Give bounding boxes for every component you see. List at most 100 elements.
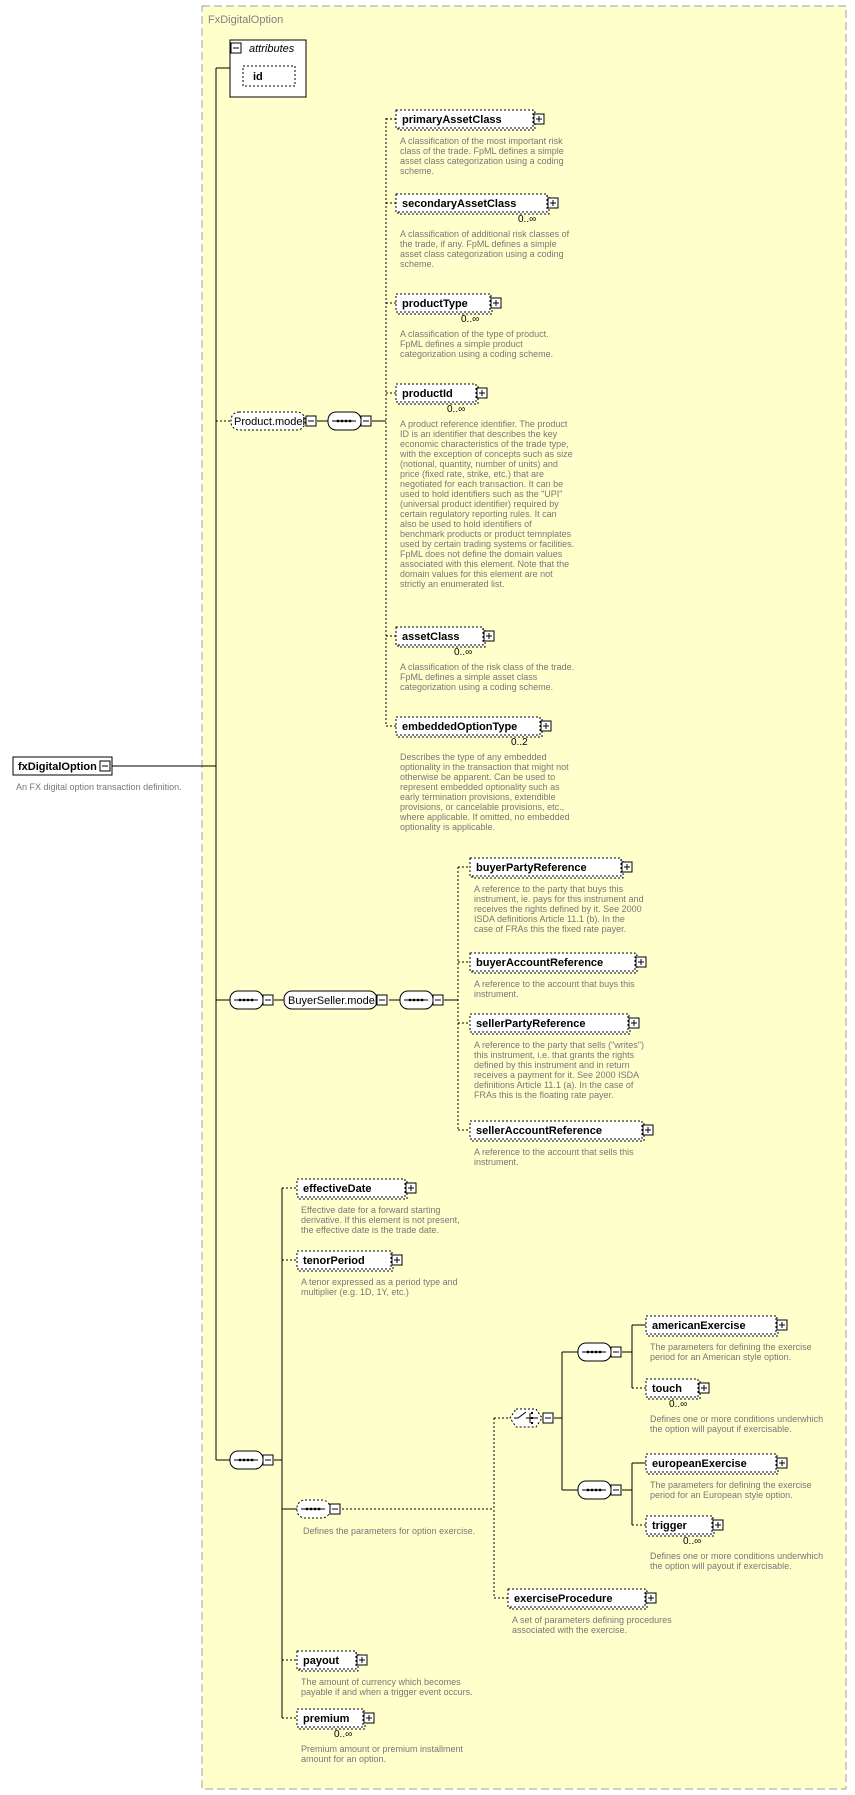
sequence-icon: [234, 998, 258, 1002]
expand-icon[interactable]: [776, 1457, 788, 1469]
product-id-doc-line: A product reference identifier. The prod…: [400, 419, 568, 429]
embedded-option-type-doc-line: otherwise be apparent. Can be used to: [400, 772, 555, 782]
sequence-icon: [332, 419, 356, 423]
expand-icon[interactable]: [391, 1254, 403, 1266]
expand-icon[interactable]: [540, 720, 552, 732]
product-type-element[interactable]: productType: [395, 293, 493, 315]
expand-icon[interactable]: [635, 956, 647, 968]
exercise-procedure-doc-line: A set of parameters defining procedures: [512, 1615, 672, 1625]
expand-icon[interactable]: [476, 387, 488, 399]
exercise-doc: Defines the parameters for option exerci…: [303, 1526, 475, 1536]
expand-icon[interactable]: [547, 197, 559, 209]
collapse-icon[interactable]: [360, 415, 372, 427]
collapse-icon[interactable]: [230, 42, 242, 54]
primary-asset-class-doc-line: asset class categorization using a codin…: [400, 156, 564, 166]
collapse-icon[interactable]: [610, 1484, 622, 1496]
expand-icon[interactable]: [642, 1124, 654, 1136]
collapse-icon[interactable]: [610, 1346, 622, 1358]
american-exercise-doc-line: period for an American style option.: [650, 1352, 791, 1362]
payout-doc-line: The amount of currency which becomes: [301, 1677, 461, 1687]
buyer-party-reference-element[interactable]: buyerPartyReference: [469, 857, 624, 879]
collapse-icon[interactable]: [262, 994, 274, 1006]
tenor-period-element[interactable]: tenorPeriod: [296, 1250, 394, 1272]
root-element[interactable]: fxDigitalOption: [12, 756, 113, 776]
attributes-box: attributes id: [229, 39, 307, 98]
sequence-icon: [582, 1488, 606, 1492]
secondary-asset-class-element[interactable]: secondaryAssetClass: [395, 193, 550, 215]
seller-party-reference-doc-line: defined by this instrument and in return: [474, 1060, 630, 1070]
embedded-option-type-doc-line: optionality in the transaction that migh…: [400, 762, 569, 772]
embedded-option-type-doc-line: Describes the type of any embedded: [400, 752, 547, 762]
trigger-label: trigger: [652, 1520, 688, 1532]
embedded-option-type-element[interactable]: embeddedOptionType: [395, 716, 543, 738]
collapse-icon[interactable]: [542, 1412, 554, 1424]
touch-doc-line: the option will payout if exercisable.: [650, 1424, 792, 1434]
expand-icon[interactable]: [483, 630, 495, 642]
premium-element[interactable]: premium: [296, 1708, 366, 1730]
sequence-icon: [234, 1458, 258, 1462]
product-type-doc-line: categorization using a coding scheme.: [400, 349, 553, 359]
premium-label: premium: [303, 1713, 350, 1725]
sequence-icon: [301, 1507, 325, 1511]
collapse-icon[interactable]: [432, 994, 444, 1006]
american-exercise-element[interactable]: americanExercise: [645, 1315, 779, 1337]
european-exercise-element[interactable]: europeanExercise: [645, 1453, 779, 1475]
sequence-icon: [404, 998, 428, 1002]
tenor-period-doc-line: A tenor expressed as a period type and: [301, 1277, 458, 1287]
expand-icon[interactable]: [621, 861, 633, 873]
embedded-option-type-label: embeddedOptionType: [402, 721, 517, 733]
trigger-element[interactable]: trigger: [645, 1515, 715, 1537]
expand-icon[interactable]: [698, 1382, 710, 1394]
seller-party-reference-element[interactable]: sellerPartyReference: [469, 1013, 631, 1035]
payout-element[interactable]: payout: [296, 1650, 359, 1672]
collapse-icon[interactable]: [376, 994, 388, 1006]
expand-icon[interactable]: [776, 1319, 788, 1331]
product-model-group[interactable]: Product.model: [230, 411, 306, 431]
product-type-doc-line: FpML defines a simple product: [400, 339, 523, 349]
expand-icon[interactable]: [628, 1017, 640, 1029]
expand-icon[interactable]: [405, 1182, 417, 1194]
expand-icon[interactable]: [356, 1654, 368, 1666]
root-doc: An FX digital option transaction definit…: [16, 782, 182, 792]
expand-icon[interactable]: [712, 1519, 724, 1531]
secondary-asset-class-doc-line: scheme.: [400, 259, 434, 269]
product-id-doc-line: negotiated for each transaction. It can …: [400, 479, 563, 489]
exercise-procedure-element[interactable]: exerciseProcedure: [507, 1588, 648, 1610]
primary-asset-class-doc-line: class of the trade. FpML defines a simpl…: [400, 146, 564, 156]
touch-element[interactable]: touch: [645, 1378, 701, 1400]
tenor-period-label: tenorPeriod: [303, 1255, 365, 1267]
buyer-party-reference-doc-line: ISDA definitions Article 11.1 (b). In th…: [474, 914, 625, 924]
effective-date-element[interactable]: effectiveDate: [296, 1178, 408, 1200]
product-id-doc-line: also be used to hold identifiers of: [400, 519, 532, 529]
asset-class-doc-line: categorization using a coding scheme.: [400, 682, 553, 692]
expand-icon[interactable]: [645, 1592, 657, 1604]
product-id-doc-line: domain values for this element are not: [400, 569, 553, 579]
collapse-icon[interactable]: [329, 1503, 341, 1515]
buyer-account-reference-element[interactable]: buyerAccountReference: [469, 952, 638, 974]
choice-icon: [514, 1411, 538, 1424]
premium-doc-line: Premium amount or premium installment: [301, 1744, 464, 1754]
collapse-icon[interactable]: [99, 760, 111, 772]
collapse-icon[interactable]: [262, 1454, 274, 1466]
asset-class-element[interactable]: assetClass: [395, 626, 486, 648]
product-id-doc-line: associated with this element. Note that …: [400, 559, 569, 569]
primary-asset-class-element[interactable]: primaryAssetClass: [395, 109, 536, 131]
trigger-doc-line: the option will payout if exercisable.: [650, 1561, 792, 1571]
asset-class-label: assetClass: [402, 631, 460, 643]
buyer-seller-model-group[interactable]: BuyerSeller.model: [283, 990, 378, 1010]
asset-class-cardinality: 0..∞: [454, 647, 472, 658]
product-id-element[interactable]: productId: [395, 383, 479, 405]
seller-account-reference-element[interactable]: sellerAccountReference: [469, 1120, 645, 1142]
secondary-asset-class-doc-line: asset class categorization using a codin…: [400, 249, 564, 259]
product-id-doc-line: certain regulatory reporting rules. It c…: [400, 509, 557, 519]
sequence-icon: [582, 1350, 606, 1354]
type-title: FxDigitalOption: [208, 14, 283, 26]
collapse-icon[interactable]: [305, 415, 317, 427]
expand-icon[interactable]: [490, 297, 502, 309]
trigger-cardinality: 0..∞: [683, 1536, 701, 1547]
product-id-doc-line: FpML does not define the domain values: [400, 549, 563, 559]
expand-icon[interactable]: [363, 1712, 375, 1724]
expand-icon[interactable]: [533, 113, 545, 125]
exercise-procedure-doc-line: associated with the exercise.: [512, 1625, 627, 1635]
